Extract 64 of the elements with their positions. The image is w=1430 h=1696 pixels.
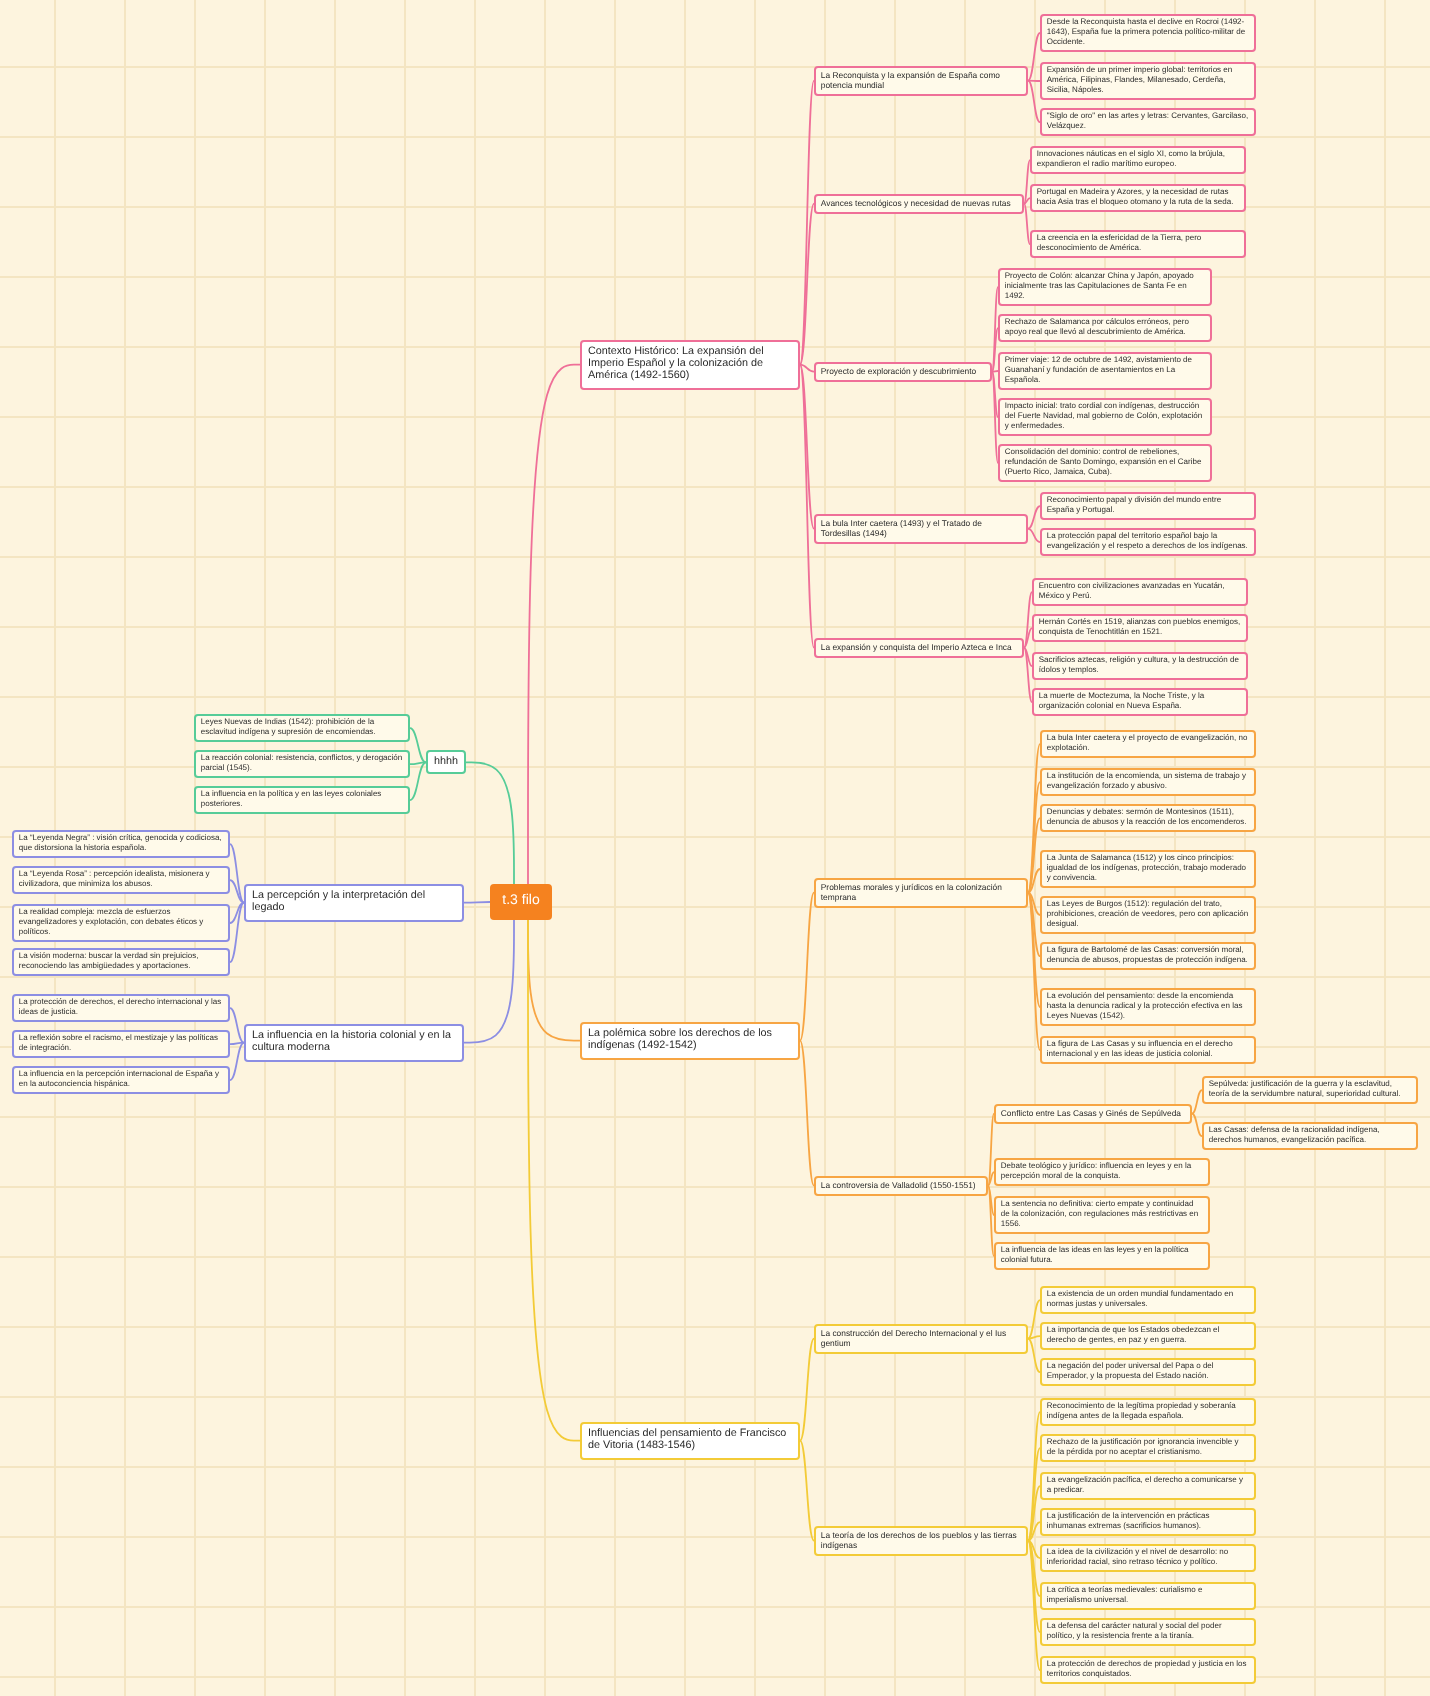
branch-connector [799,1039,815,1187]
branch-connector [799,363,815,649]
branch-connector [1023,197,1031,205]
branch-connector [1023,646,1033,704]
branch-connector [1023,591,1033,649]
branch-connector [463,901,491,904]
branch-connector [1027,1539,1041,1560]
branch-connector [799,891,815,1042]
branch-connector [465,761,515,885]
branch-connector [991,370,999,418]
branch-connector [1023,159,1031,205]
branch-connector [1027,1485,1041,1542]
branch-connector [1027,817,1041,894]
branch-connector [799,1439,815,1542]
branch-connector [991,370,999,373]
branch-connector [799,79,815,366]
branch-connector [799,363,815,373]
branch-connector [229,879,245,904]
branch-connector [527,919,581,1442]
branch-connector [1023,202,1031,246]
branch-connector [409,761,427,766]
branch-connector [1191,1112,1203,1138]
branch-connector [799,202,815,366]
branch-connector [1027,891,1041,1052]
branch-connector [1027,891,1041,958]
branch-connector [1027,1299,1041,1340]
branch-connector [1027,1521,1041,1542]
branch-connector [229,1007,245,1044]
branch-connector [1027,79,1041,124]
branch-connector [991,370,999,464]
branch-connector [1027,1447,1041,1542]
branch-connector [987,1184,995,1216]
branch-connector [463,919,515,1044]
branch-connector [527,363,581,885]
branch-connector [409,727,427,764]
branch-connector [991,286,999,373]
branch-connector [229,1041,245,1082]
branch-connector [1027,891,1041,1008]
branch-connector [1027,1539,1041,1672]
branch-connector [1191,1089,1203,1115]
branch-connector [1027,891,1041,916]
branch-connector [799,1337,815,1442]
branch-connector [987,1184,995,1258]
branch-connector [229,901,245,964]
branch-connector [1027,1539,1041,1634]
branch-connector [1027,79,1041,82]
branch-connector [1027,1337,1041,1374]
branch-connector [1027,1539,1041,1598]
branch-connector [1027,32,1041,82]
branch-connector [409,761,427,802]
branch-connector [1027,868,1041,894]
branch-connector [229,901,245,924]
branch-connector [1023,627,1033,649]
branch-connector [1027,505,1041,530]
branch-connector [1023,646,1033,668]
branch-connector [1027,1335,1041,1340]
branch-connector [1027,527,1041,544]
branch-connector [991,327,999,373]
branch-connector [987,1171,995,1187]
branch-connector [229,843,245,904]
branch-connector [799,363,815,530]
branch-connector [987,1112,995,1187]
branch-connector [229,1041,245,1046]
branch-connector [1027,781,1041,894]
